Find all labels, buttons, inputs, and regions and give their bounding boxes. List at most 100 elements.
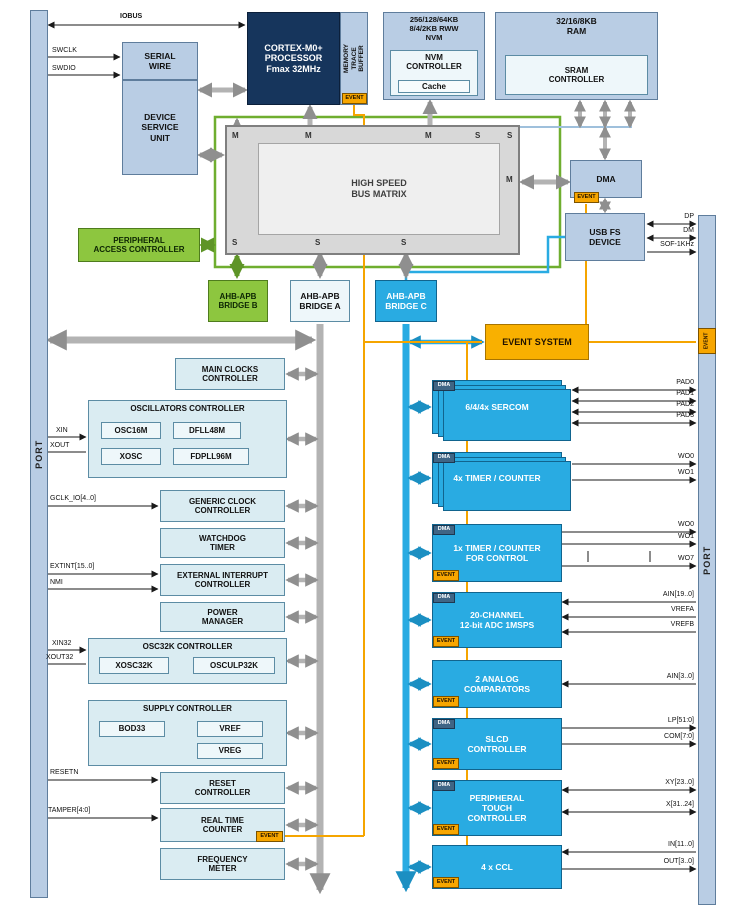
- usb-fs-device-box: USB FS DEVICE: [565, 213, 645, 261]
- event-badge: EVENT: [433, 824, 459, 835]
- tamper-label: TAMPER[4:0]: [48, 807, 91, 814]
- osc16m-box: OSC16M: [101, 422, 161, 439]
- dp-pin-label: DP: [684, 213, 694, 220]
- com-pin-label: COM[7:0]: [664, 733, 694, 740]
- dfll48m-box: DFLL48M: [173, 422, 241, 439]
- cortex-m0-processor-box: CORTEX-M0+ PROCESSOR Fmax 32MHz: [247, 12, 340, 105]
- tc-wo0-pin-label: WO0: [678, 453, 694, 460]
- bod33-box: BOD33: [99, 721, 165, 737]
- dma-badge: DMA: [433, 593, 455, 603]
- peripheral-access-controller-box: PERIPHERAL ACCESS CONTROLLER: [78, 228, 200, 262]
- dma-badge: DMA: [433, 781, 455, 791]
- event-badge: EVENT: [574, 192, 599, 203]
- port-right-label: PORT: [701, 545, 712, 575]
- event-badge: EVENT: [433, 758, 459, 769]
- frequency-meter-box: FREQUENCY METER: [160, 848, 285, 880]
- event-badge: EVENT: [433, 696, 459, 707]
- tcc-wo7-pin-label: WO7: [678, 555, 694, 562]
- osculp32k-box: OSCULP32K: [193, 657, 275, 674]
- slave-port-label: S: [232, 238, 238, 247]
- dma-badge: DMA: [433, 525, 455, 535]
- xy-pin-label: XY[23..0]: [665, 779, 694, 786]
- resetn-label: RESETN: [50, 769, 79, 776]
- dma-box: DMA: [570, 160, 642, 198]
- sram-controller-box: SRAM CONTROLLER: [505, 55, 648, 95]
- pad1-pin-label: PAD1: [676, 390, 694, 397]
- vref-box: VREF: [197, 721, 263, 737]
- extint-label: EXTINT[15..0]: [50, 563, 95, 570]
- pac-ring-wires: [199, 115, 562, 279]
- dma-badge: DMA: [433, 453, 455, 463]
- main-clocks-controller-box: MAIN CLOCKS CONTROLLER: [175, 358, 285, 390]
- master-port-label: M: [506, 175, 513, 184]
- sof-pin-label: SOF-1KHz: [660, 241, 694, 248]
- slave-port-label: S: [401, 238, 407, 247]
- ain19-pin-label: AIN[19..0]: [662, 591, 694, 598]
- pad2-pin-label: PAD2: [676, 401, 694, 408]
- master-port-label: M: [232, 131, 239, 140]
- event-badge: EVENT: [433, 636, 459, 647]
- reset-controller-box: RESET CONTROLLER: [160, 772, 285, 804]
- x31-pin-label: X[31..24]: [665, 801, 694, 808]
- event-badge: EVENT: [433, 570, 459, 581]
- bus-matrix: HIGH SPEED BUS MATRIX: [258, 143, 500, 235]
- ram-title: 32/16/8KB RAM: [556, 16, 597, 37]
- port-left-label: PORT: [33, 439, 44, 469]
- master-port-label: M: [425, 131, 432, 140]
- vreg-box: VREG: [197, 743, 263, 759]
- xout-label: XOUT: [50, 442, 70, 449]
- xin-label: XIN: [56, 427, 68, 434]
- oscillators-controller-box: OSCILLATORS CONTROLLER OSC16M DFLL48M XO…: [88, 400, 287, 478]
- slave-port-label: S: [315, 238, 321, 247]
- xin32-label: XIN32: [52, 640, 72, 647]
- event-badge: EVENT: [433, 877, 459, 888]
- serial-wire-box: SERIAL WIRE: [122, 42, 198, 80]
- ahb-apb-bridge-b-box: AHB-APB BRIDGE B: [208, 280, 268, 322]
- event-badge: EVENT: [698, 328, 716, 354]
- dma-badge: DMA: [433, 719, 455, 729]
- ccl-out-pin-label: OUT[3..0]: [663, 858, 694, 865]
- osc32k-controller-box: OSC32K CONTROLLER XOSC32K OSCULP32K: [88, 638, 287, 684]
- port-bar-left: PORT: [30, 10, 48, 898]
- ccl-in-pin-label: IN[11..0]: [668, 841, 694, 848]
- dma-badge: DMA: [433, 381, 455, 391]
- swclk-label: SWCLK: [52, 47, 77, 54]
- event-badge: EVENT: [256, 831, 283, 842]
- fdpll96m-box: FDPLL96M: [173, 448, 249, 465]
- memory-trace-buffer-box: MEMORY TRACE BUFFER: [340, 12, 368, 105]
- event-system-box: EVENT SYSTEM: [485, 324, 589, 360]
- tcc-wo0-pin-label: WO0: [678, 521, 694, 528]
- xout32-label: XOUT32: [46, 654, 74, 661]
- vrefa-pin-label: VREFA: [671, 606, 694, 613]
- power-manager-box: POWER MANAGER: [160, 602, 285, 632]
- device-service-unit-box: DEVICE SERVICE UNIT: [122, 80, 198, 175]
- nmi-label: NMI: [50, 579, 63, 586]
- tcc-wo1-pin-label: WO1: [678, 533, 694, 540]
- swdio-label: SWDIO: [52, 65, 76, 72]
- dm-pin-label: DM: [683, 227, 694, 234]
- supply-controller-box: SUPPLY CONTROLLER BOD33 VREF VREG: [88, 700, 287, 766]
- xosc32k-box: XOSC32K: [99, 657, 169, 674]
- gclk-io-label: GCLK_IO[4..0]: [50, 495, 96, 502]
- iobus-label: IOBUS: [120, 13, 143, 20]
- slave-port-label: S: [475, 131, 481, 140]
- port-bar-right: PORT: [698, 215, 716, 905]
- master-port-label: M: [305, 131, 312, 140]
- ahb-apb-bridge-a-box: AHB-APB BRIDGE A: [290, 280, 350, 322]
- cache-box: Cache: [398, 80, 470, 93]
- lp-pin-label: LP[51:0]: [667, 717, 694, 724]
- ain3-pin-label: AIN[3..0]: [666, 673, 694, 680]
- apb-a-bus-wires: [45, 324, 331, 895]
- xosc-box: XOSC: [101, 448, 161, 465]
- tc-wo1-pin-label: WO1: [678, 469, 694, 476]
- nvm-title: 256/128/64KB 8/4/2KB RWW NVM: [409, 15, 459, 42]
- pad3-pin-label: PAD3: [676, 412, 694, 419]
- watchdog-timer-box: WATCHDOG TIMER: [160, 528, 285, 558]
- external-interrupt-controller-box: EXTERNAL INTERRUPT CONTROLLER: [160, 564, 285, 596]
- vrefb-pin-label: VREFB: [670, 621, 694, 628]
- pad0-pin-label: PAD0: [676, 379, 694, 386]
- generic-clock-controller-box: GENERIC CLOCK CONTROLLER: [160, 490, 285, 522]
- ahb-apb-bridge-c-box: AHB-APB BRIDGE C: [375, 280, 437, 322]
